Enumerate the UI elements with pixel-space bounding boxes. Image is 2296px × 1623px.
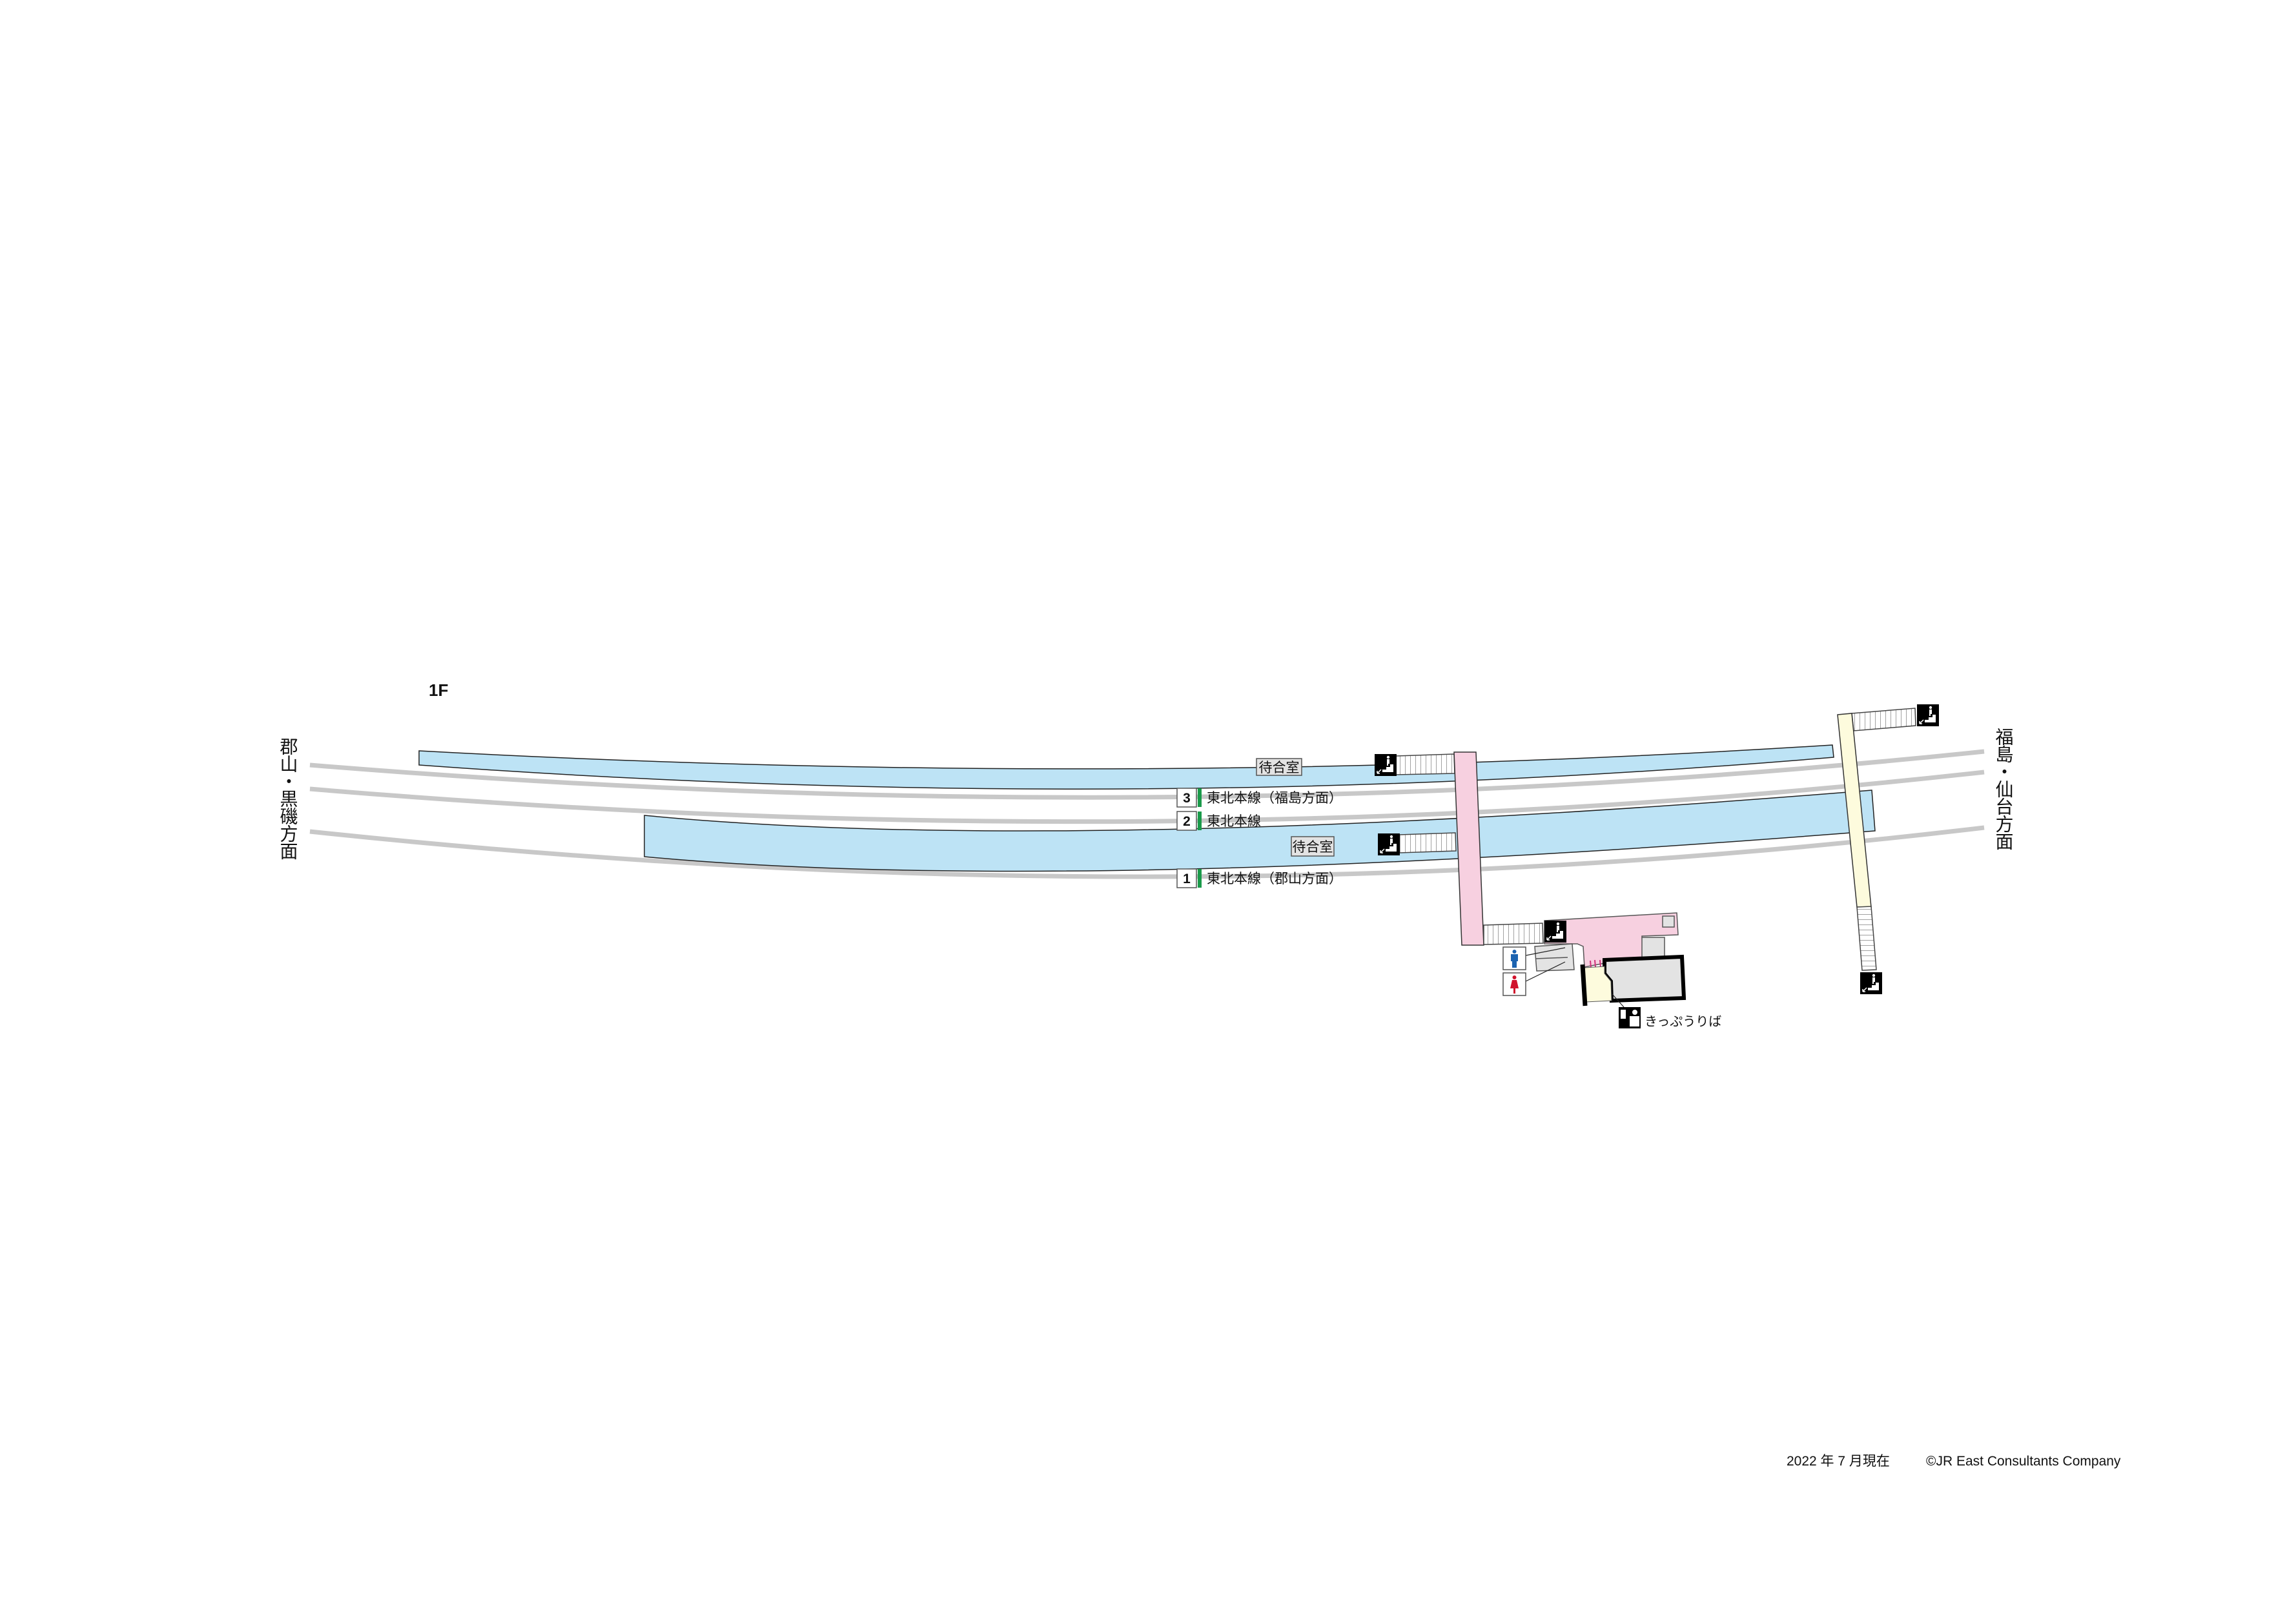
stairs-icon (1378, 833, 1400, 855)
stairs-upper-platform (1395, 753, 1455, 775)
toilet-men-icon (1502, 946, 1526, 970)
ticket-office-icon (1619, 1007, 1641, 1028)
track-line-name: 東北本線（郡山方面） (1207, 872, 1342, 886)
track-label-1: 1 東北本線（郡山方面） (1176, 868, 1342, 888)
track-label-2: 2 東北本線 (1176, 811, 1261, 831)
waiting-room-upper: 待合室 (1256, 758, 1302, 776)
platform-upper (418, 744, 1834, 790)
toilet-block (1534, 943, 1575, 972)
station-office (1603, 954, 1686, 1003)
ticket-gates (1590, 959, 1601, 968)
platform-island (644, 790, 1876, 872)
footer-copyright: ©JR East Consultants Company (1926, 1454, 2121, 1469)
stairs-icon (1544, 921, 1566, 943)
stairs-concourse (1483, 923, 1544, 945)
waiting-room-upper-label: 待合室 (1259, 760, 1300, 775)
track-3 (309, 749, 1985, 800)
office-wall (1580, 964, 1588, 1006)
footer-date: 2022 年 7 月現在 (1787, 1454, 1890, 1469)
floor-label: 1F (429, 680, 448, 700)
stairs-icon (1860, 972, 1882, 994)
stairs-free-passage-top (1851, 708, 1916, 731)
track-label-3: 3 東北本線（福島方面） (1176, 788, 1342, 808)
leader-line (1612, 994, 1625, 1008)
leader-line (1525, 947, 1566, 956)
track-1 (309, 825, 1985, 879)
track-2 (309, 770, 1985, 824)
footbridge-main (1453, 751, 1484, 946)
toilet-divider (1535, 957, 1568, 959)
direction-right: 福島・仙台方面 (1994, 728, 2014, 850)
concourse-fixture (1662, 915, 1675, 928)
stairs-icon (1375, 754, 1397, 776)
track-number: 1 (1183, 872, 1191, 886)
track-number: 3 (1183, 791, 1191, 806)
waiting-room-lower: 待合室 (1291, 836, 1335, 857)
leader-line (1525, 961, 1566, 982)
stairs-island-platform (1399, 832, 1457, 853)
concourse-room (1641, 937, 1665, 958)
track-number: 2 (1183, 814, 1191, 829)
toilet-women-icon (1502, 972, 1526, 996)
track-line-name: 東北本線（福島方面） (1207, 791, 1342, 806)
stairs-free-passage-bottom (1856, 906, 1877, 971)
direction-left: 郡山・黒磯方面 (278, 737, 298, 860)
stairs-icon (1917, 704, 1939, 726)
ticket-office-label: きっぷうりば (1645, 1014, 1721, 1029)
track-line-name: 東北本線 (1207, 814, 1261, 829)
waiting-room-lower-label: 待合室 (1293, 840, 1333, 855)
